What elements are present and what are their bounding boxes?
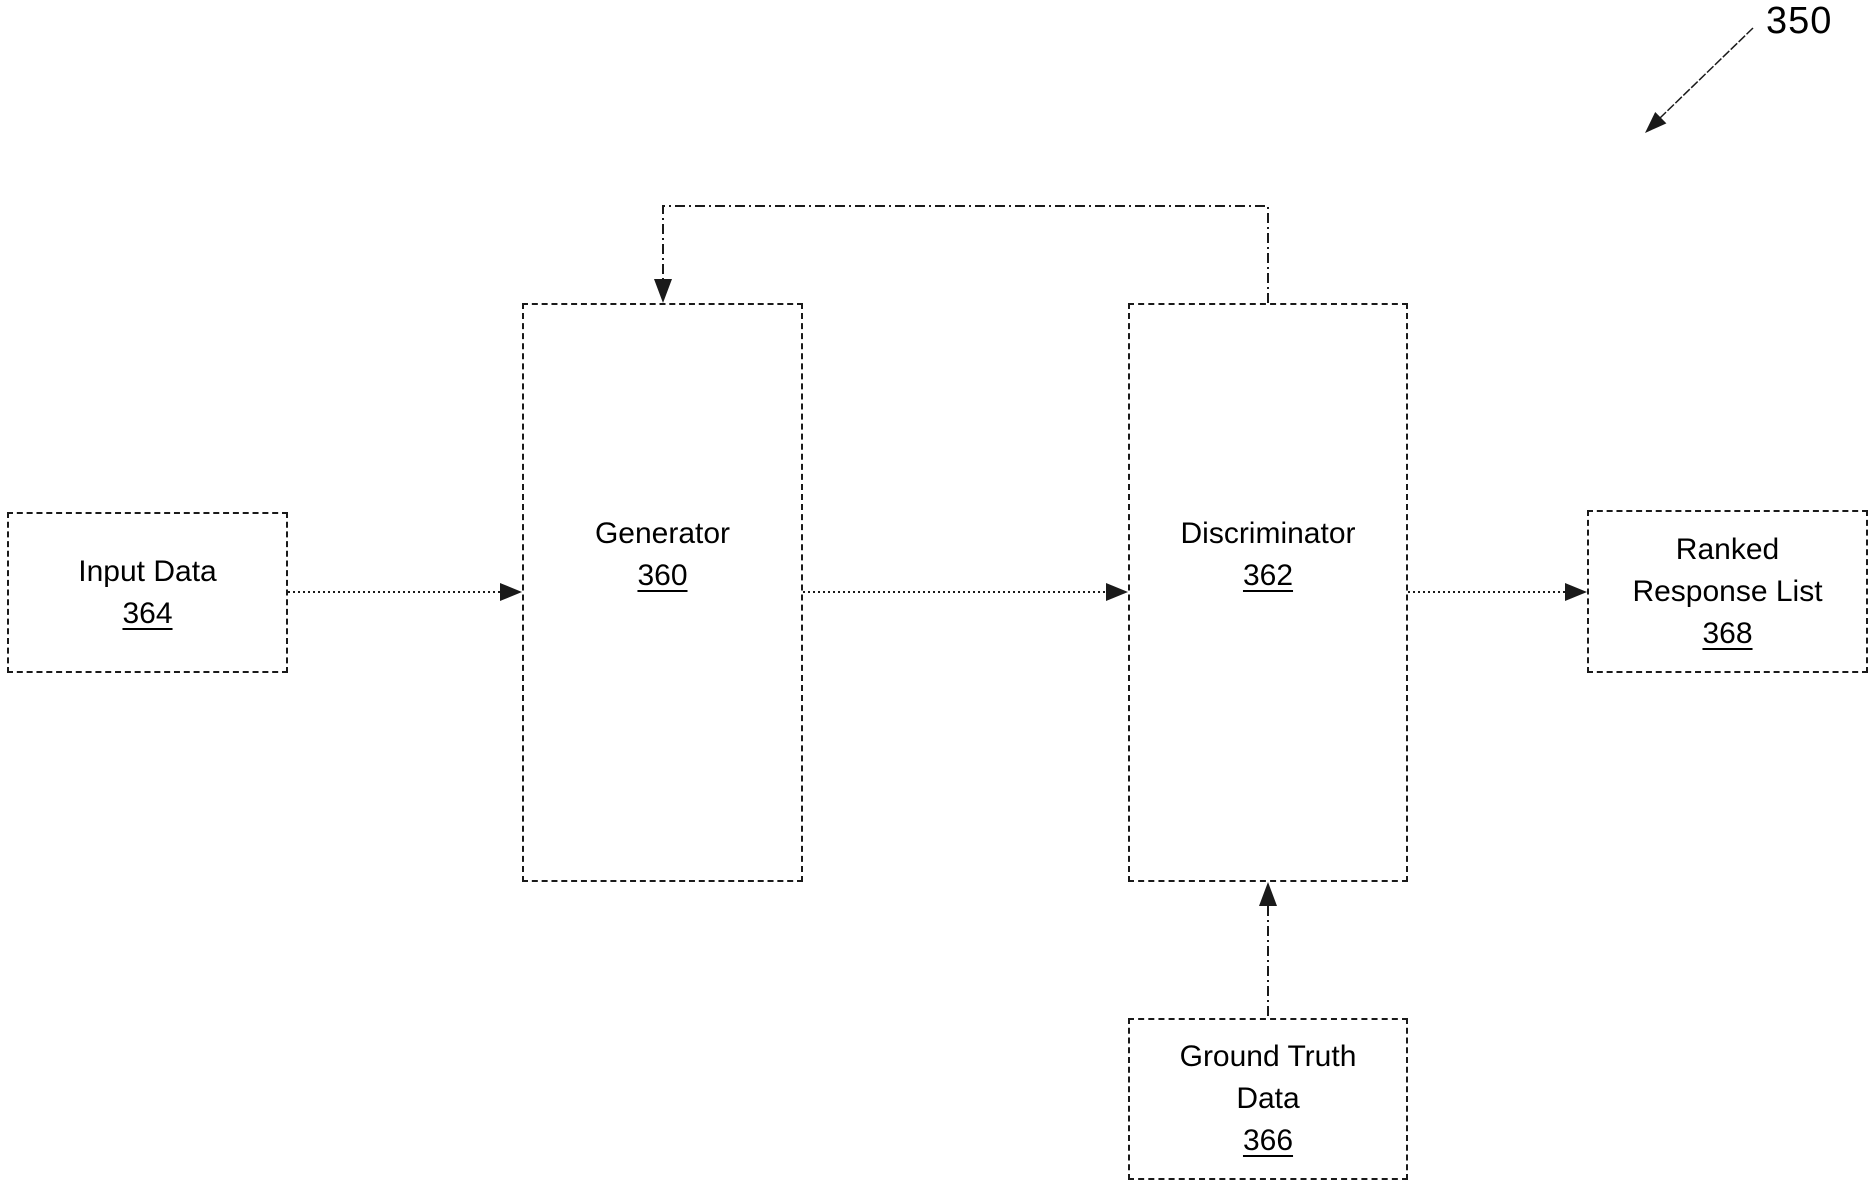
node-ranked-response-list: Ranked Response List 368: [1587, 510, 1868, 673]
node-input-data: Input Data 364: [7, 512, 288, 673]
node-reference-number: 366: [1242, 1124, 1294, 1157]
arrowhead-up-icon: [1259, 882, 1277, 906]
node-reference-number: 368: [1702, 616, 1753, 650]
node-reference-number: 360: [637, 558, 688, 592]
reference-arrow-350: [1645, 27, 1754, 133]
node-content: Discriminator 362: [1180, 513, 1355, 597]
node-content: Ranked Response List 368: [1620, 529, 1835, 655]
figure-reference-label: 350: [1766, 0, 1833, 42]
node-content: Generator 360: [595, 513, 730, 597]
node-ground-truth-data: Ground Truth Data 366: [1128, 1018, 1408, 1180]
arrowhead-right-icon: [500, 583, 522, 601]
node-content: Ground Truth Data 366: [1156, 1036, 1381, 1162]
node-generator: Generator 360: [522, 303, 803, 882]
node-title: Input Data: [78, 554, 217, 588]
arrow-input-to-generator: [288, 583, 522, 601]
node-reference-number: 362: [1242, 558, 1294, 592]
arrow-discriminator-to-ranked-list: [1408, 583, 1587, 601]
node-content: Input Data 364: [78, 551, 216, 635]
arrow-generator-to-discriminator: [803, 583, 1128, 601]
arrowhead-right-icon: [1565, 583, 1587, 601]
node-discriminator: Discriminator 362: [1128, 303, 1408, 882]
arrowhead-down-left-icon: [1645, 112, 1667, 133]
feedback-arrow-discriminator-to-generator: [654, 205, 1269, 303]
arrowhead-right-icon: [1106, 583, 1128, 601]
node-title: Generator: [594, 516, 731, 550]
node-title: Ranked Response List: [1632, 532, 1823, 608]
node-title: Ground Truth Data: [1179, 1040, 1357, 1115]
arrow-ground-truth-to-discriminator: [1259, 882, 1277, 1016]
node-title: Discriminator: [1180, 516, 1356, 550]
node-reference-number: 364: [122, 596, 173, 630]
arrowhead-down-icon: [654, 279, 672, 303]
